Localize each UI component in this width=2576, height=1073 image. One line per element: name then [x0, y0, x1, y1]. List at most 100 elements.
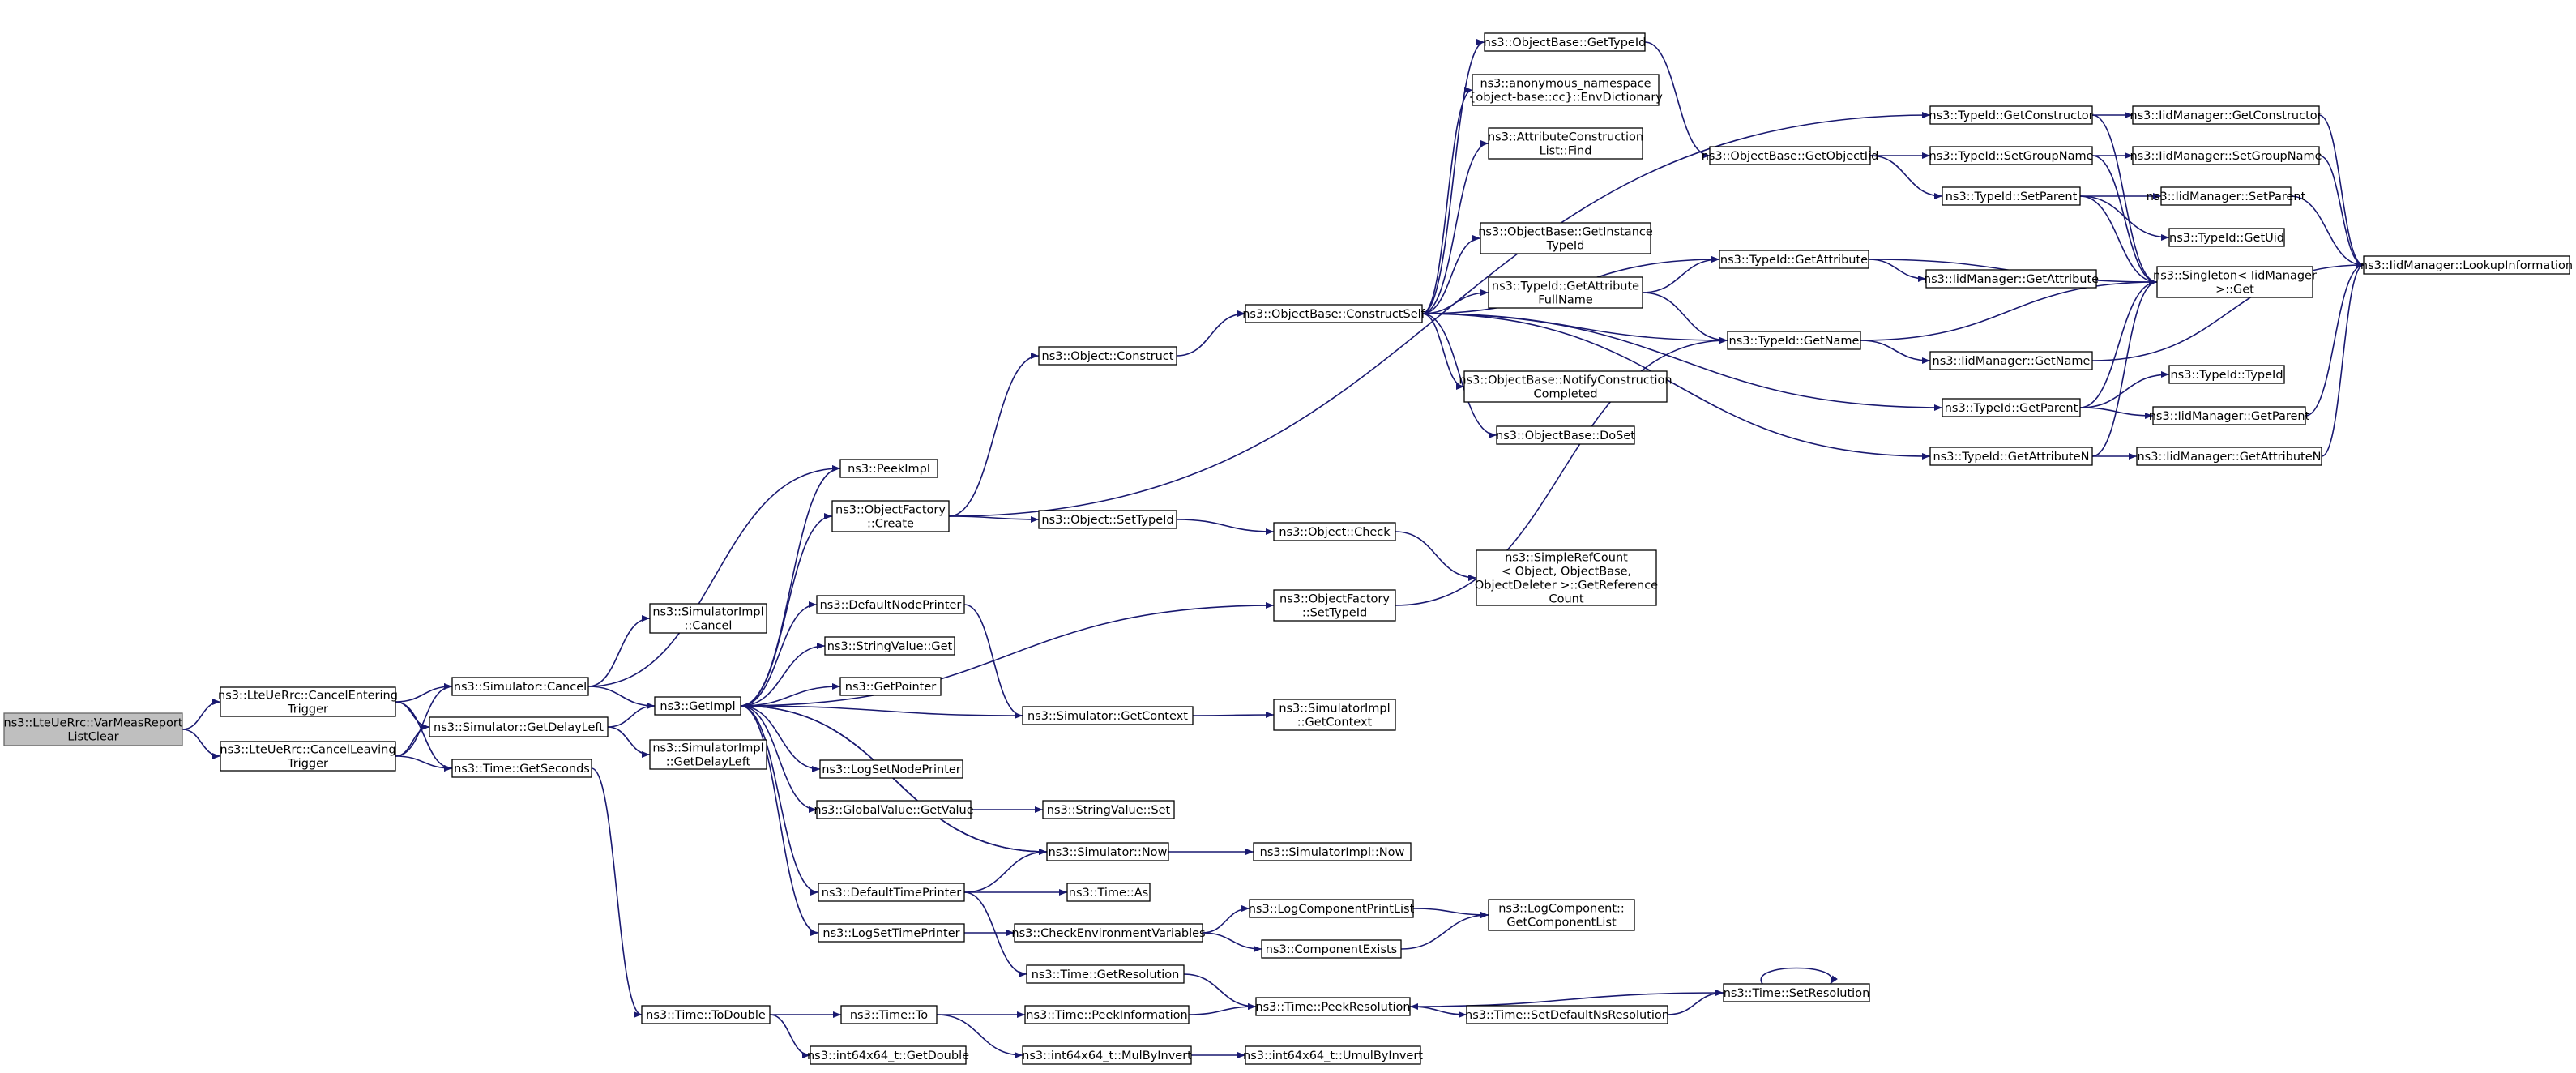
node-time-peek-information[interactable]: ns3::Time::PeekInformation [1024, 1005, 1190, 1024]
node-label: ns3::Time::PeekResolution [1255, 1001, 1410, 1014]
node-box [1719, 250, 1869, 269]
node-label: ns3::Time::GetResolution [1032, 968, 1180, 981]
node-default-node-printer[interactable]: ns3::DefaultNodePrinter [816, 595, 965, 614]
node-iid-manager-get-name[interactable]: ns3::IidManager::GetName [1929, 351, 2093, 370]
node-log-component-get-list[interactable]: ns3::LogComponent::GetComponentList [1488, 899, 1635, 931]
node-type-id-set-group-name[interactable]: ns3::TypeId::SetGroupName [1929, 146, 2094, 165]
node-get-impl[interactable]: ns3::GetImpl [654, 696, 741, 716]
node-type-id-set-parent[interactable]: ns3::TypeId::SetParent [1942, 186, 2081, 206]
node-global-value-get-value[interactable]: ns3::GlobalValue::GetValue [814, 800, 974, 819]
node-sim-impl-get-delay-left[interactable]: ns3::SimulatorImpl::GetDelayLeft [649, 739, 767, 770]
node-label: ns3::IidManager::GetAttribute [1924, 273, 2099, 286]
node-object-set-type-id[interactable]: ns3::Object::SetTypeId [1038, 510, 1177, 529]
node-peek-impl[interactable]: ns3::PeekImpl [839, 459, 938, 478]
node-box [2160, 186, 2292, 206]
node-env-dictionary[interactable]: ns3::anonymous_namespace{object-base::cc… [1468, 74, 1663, 106]
node-sim-impl-get-context[interactable]: ns3::SimulatorImpl::GetContext [1273, 699, 1396, 731]
node-obj-base-get-type-id[interactable]: ns3::ObjectBase::GetTypeId [1484, 32, 1647, 52]
node-box [831, 500, 950, 532]
node-sim-impl-now[interactable]: ns3::SimulatorImpl::Now [1253, 842, 1412, 861]
node-time-set-default-ns-resolution[interactable]: ns3::Time::SetDefaultNsResolution [1465, 1005, 1669, 1024]
node-box [1022, 1045, 1192, 1065]
node-string-value-set[interactable]: ns3::StringValue::Set [1042, 800, 1175, 819]
node-default-time-printer[interactable]: ns3::DefaultTimePrinter [818, 883, 965, 902]
node-get-pointer[interactable]: ns3::GetPointer [839, 677, 942, 696]
node-label: TypeId [1546, 239, 1585, 252]
node-label: ::Cancel [685, 619, 733, 632]
node-iid-manager-set-group-name[interactable]: ns3::IidManager::SetGroupName [2130, 146, 2322, 165]
node-sim-get-delay-left[interactable]: ns3::Simulator::GetDelayLeft [429, 716, 609, 737]
node-time-get-resolution[interactable]: ns3::Time::GetResolution [1026, 964, 1185, 984]
edge-type-id-get-constructor-to-singleton-get [2091, 114, 2158, 285]
node-type-id-get-attribute-n[interactable]: ns3::TypeId::GetAttributeN [1929, 447, 2093, 466]
node-label: ns3::Time::SetResolution [1724, 987, 1870, 1000]
node-time-to-double[interactable]: ns3::Time::ToDouble [641, 1005, 771, 1024]
node-box [1245, 304, 1423, 323]
node-iid-manager-lookup-information[interactable]: ns3::IidManager::LookupInformation [2360, 255, 2573, 275]
edge-time-set-default-ns-resolution-to-time-set-resolution [1667, 990, 1724, 1015]
node-box [1484, 32, 1646, 52]
node-type-id-get-name[interactable]: ns3::TypeId::GetName [1727, 331, 1861, 350]
node-box [1476, 549, 1657, 606]
node-obj-factory-create[interactable]: ns3::ObjectFactory::Create [831, 500, 950, 532]
node-time-peek-resolution[interactable]: ns3::Time::PeekResolution [1255, 997, 1411, 1016]
node-type-id-get-uid[interactable]: ns3::TypeId::GetUid [2168, 228, 2285, 247]
node-label: ns3::Simulator::GetDelayLeft [434, 721, 604, 734]
node-sim-now[interactable]: ns3::Simulator::Now [1046, 842, 1169, 861]
node-label: ns3::ObjectBase::GetObjectIid [1702, 150, 1879, 163]
node-box [2156, 266, 2313, 298]
node-int64-umul-by-invert[interactable]: ns3::int64x64_t::UmulByInvert [1243, 1045, 1423, 1065]
edge-time-peek-resolution-to-time-set-default-ns-resolution [1409, 1006, 1467, 1018]
node-int64-mul-by-invert[interactable]: ns3::int64x64_t::MulByInvert [1022, 1045, 1192, 1065]
node-singleton-get[interactable]: ns3::Singleton< IidManager>::Get [2153, 266, 2317, 298]
node-time-to[interactable]: ns3::Time::To [840, 1005, 938, 1024]
node-layer: ns3::LteUeRrc::VarMeasReportListClearns3… [3, 32, 2573, 1065]
node-label: ns3::GetPointer [845, 681, 937, 694]
node-log-set-node-printer[interactable]: ns3::LogSetNodePrinter [819, 759, 963, 779]
node-sim-cancel[interactable]: ns3::Simulator::Cancel [451, 677, 589, 696]
node-box [2132, 105, 2320, 125]
node-time-get-seconds[interactable]: ns3::Time::GetSeconds [451, 759, 592, 778]
node-obj-base-construct-self[interactable]: ns3::ObjectBase::ConstructSelf [1242, 304, 1426, 323]
node-int64-get-double[interactable]: ns3::int64x64_t::GetDouble [807, 1045, 969, 1065]
node-obj-base-notify-construction-completed[interactable]: ns3::ObjectBase::NotifyConstructionCompl… [1459, 370, 1672, 403]
node-obj-base-do-set[interactable]: ns3::ObjectBase::DoSet [1496, 425, 1635, 445]
node-sim-get-context[interactable]: ns3::Simulator::GetContext [1022, 706, 1194, 725]
node-iid-manager-get-constructor[interactable]: ns3::IidManager::GetConstructor [2130, 105, 2322, 125]
node-label: ns3::IidManager::GetParent [2149, 410, 2310, 423]
node-label: ns3::AttributeConstruction [1488, 130, 1643, 143]
node-object-construct[interactable]: ns3::Object::Construct [1038, 346, 1177, 366]
edge-root-to-cancel-leaving [182, 729, 221, 759]
node-iid-manager-get-attribute-n[interactable]: ns3::IidManager::GetAttributeN [2136, 447, 2322, 466]
node-box [649, 739, 767, 770]
node-log-component-print-list[interactable]: ns3::LogComponentPrintList [1249, 899, 1415, 918]
node-sim-impl-cancel[interactable]: ns3::SimulatorImpl::Cancel [649, 603, 767, 634]
node-type-id-get-constructor[interactable]: ns3::TypeId::GetConstructor [1929, 105, 2094, 125]
node-iid-manager-set-parent[interactable]: ns3::IidManager::SetParent [2147, 186, 2306, 206]
node-type-id-type-id[interactable]: ns3::TypeId::TypeId [2168, 365, 2285, 384]
node-component-exists[interactable]: ns3::ComponentExists [1261, 939, 1402, 959]
node-obj-base-get-object-iid[interactable]: ns3::ObjectBase::GetObjectIid [1702, 146, 1879, 165]
node-check-env-vars[interactable]: ns3::CheckEnvironmentVariables [1011, 923, 1206, 943]
node-type-id-get-attribute[interactable]: ns3::TypeId::GetAttribute [1719, 250, 1869, 269]
node-label: ns3::ObjectBase::ConstructSelf [1242, 308, 1425, 321]
node-label: ns3::int64x64_t::MulByInvert [1022, 1049, 1192, 1062]
node-iid-manager-get-parent[interactable]: ns3::IidManager::GetParent [2149, 406, 2310, 425]
node-simple-ref-count[interactable]: ns3::SimpleRefCount< Object, ObjectBase,… [1475, 549, 1658, 606]
node-log-set-time-printer[interactable]: ns3::LogSetTimePrinter [818, 923, 965, 943]
node-time-as[interactable]: ns3::Time::As [1066, 883, 1151, 902]
node-object-check[interactable]: ns3::Object::Check [1273, 522, 1396, 541]
node-iid-manager-get-attribute[interactable]: ns3::IidManager::GetAttribute [1924, 269, 2099, 289]
node-label: ::GetContext [1297, 716, 1373, 729]
node-box [3, 712, 183, 746]
node-time-set-resolution[interactable]: ns3::Time::SetResolution [1723, 983, 1870, 1002]
node-type-id-get-parent[interactable]: ns3::TypeId::GetParent [1942, 398, 2081, 417]
node-obj-factory-set-type-id[interactable]: ns3::ObjectFactory::SetTypeId [1273, 589, 1396, 622]
node-string-value-get[interactable]: ns3::StringValue::Get [824, 636, 955, 656]
